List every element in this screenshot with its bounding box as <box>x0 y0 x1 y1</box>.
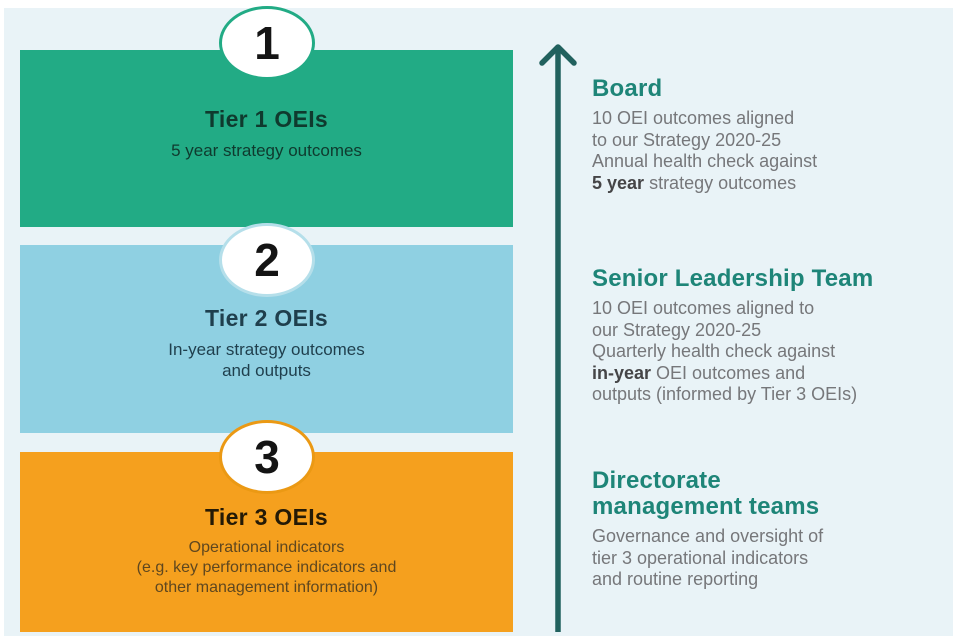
tier2-subtitle-line: and outputs <box>222 361 311 380</box>
tier1-title: Tier 1 OEIs <box>204 106 329 132</box>
tier2-subtitle-line: In-year strategy outcomes <box>168 340 365 359</box>
board-heading: Board <box>592 75 663 102</box>
board-body-line: 10 OEI outcomes aligned <box>592 108 795 128</box>
tier2-title: Tier 2 OEIs <box>204 305 329 331</box>
tier1-number-badge: 1 <box>219 6 315 80</box>
tier3-subtitle-line: (e.g. key performance indicators and <box>136 559 397 576</box>
board-body-line: to our Strategy 2020-25 <box>592 129 782 150</box>
dmt-heading-line: Directorate <box>592 467 721 494</box>
slt-body-line: in-year OEI outcomes and <box>592 362 806 383</box>
board-body-line: 5 year strategy outcomes <box>592 172 797 193</box>
tier3-subtitle-line: other management information) <box>154 579 379 596</box>
dmt-annotation: Directorate management teams Governance … <box>592 468 957 591</box>
tier3-number-badge: 3 <box>219 420 315 494</box>
dmt-heading: Directorate management teams <box>592 468 957 520</box>
tier3-title: Tier 3 OEIs <box>204 504 329 530</box>
up-arrow-icon <box>539 44 577 632</box>
dmt-body-line: tier 3 operational indicators <box>592 547 809 568</box>
dmt-heading-line: management teams <box>592 493 820 520</box>
dmt-body-line: Governance and oversight of <box>592 526 824 546</box>
slt-body-line: our Strategy 2020-25 <box>592 319 762 340</box>
slt-annotation: Senior Leadership Team 10 OEI outcomes a… <box>592 266 957 406</box>
slt-heading: Senior Leadership Team <box>592 265 874 292</box>
board-annotation: Board 10 OEI outcomes aligned to our Str… <box>592 76 957 194</box>
slt-body-line: 10 OEI outcomes aligned to <box>592 298 815 318</box>
board-body-line: Annual health check against <box>592 151 818 171</box>
dmt-body-line: and routine reporting <box>592 569 759 589</box>
tier3-number: 3 <box>254 431 280 483</box>
slt-body-line: outputs (informed by Tier 3 OEIs) <box>592 384 858 404</box>
tier2-number-badge: 2 <box>219 223 315 297</box>
tier1-number: 1 <box>254 17 280 69</box>
tier3-subtitle-line: Operational indicators <box>188 539 345 556</box>
tier1-subtitle: 5 year strategy outcomes <box>171 141 362 160</box>
slt-body-line: Quarterly health check against <box>592 341 836 361</box>
tier2-number: 2 <box>254 234 280 286</box>
